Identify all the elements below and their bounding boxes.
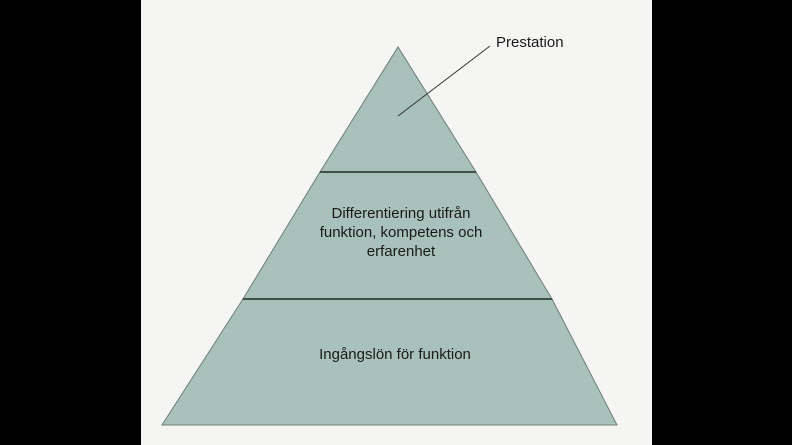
label-prestation: Prestation <box>496 34 564 51</box>
leader-line <box>397 45 491 117</box>
label-bottom-level: Ingångslön för funktion <box>319 346 471 363</box>
pyramid-top-level <box>319 46 477 173</box>
label-middle-level: Differentiering utifrån funktion, kompet… <box>319 205 483 260</box>
